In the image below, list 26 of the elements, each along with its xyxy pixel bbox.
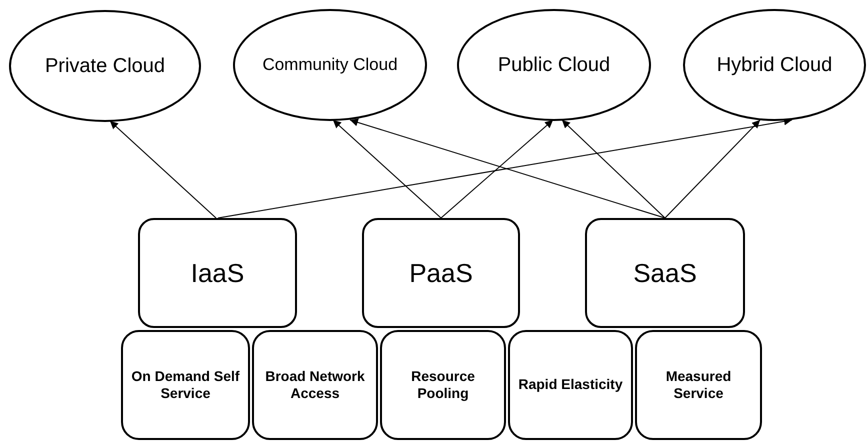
characteristic-box [121, 330, 250, 440]
node-label: On Demand Self Service [131, 368, 240, 402]
node-label: Measured Service [664, 368, 732, 402]
characteristic-box [508, 330, 633, 440]
characteristic-box [252, 330, 378, 440]
node-label: SaaS [633, 256, 697, 290]
node-label: Rapid Elasticity [518, 376, 623, 394]
node-label: Private Cloud [44, 54, 166, 78]
node-label: Resource Pooling [410, 368, 476, 402]
service-box [138, 218, 297, 328]
service-box [585, 218, 745, 328]
arrow [440, 120, 554, 218]
node-label: Broad Network Access [264, 368, 366, 402]
node-label: IaaS [190, 256, 244, 290]
characteristic-box [380, 330, 506, 440]
arrow [562, 120, 666, 218]
arrow [350, 118, 666, 218]
node-label: Public Cloud [498, 52, 610, 78]
service-box [362, 218, 520, 328]
characteristic-box [635, 330, 762, 440]
node-label: Community Cloud [262, 54, 398, 76]
arrow [332, 120, 442, 218]
arrow [110, 120, 216, 218]
arrow [664, 120, 760, 218]
node-label: PaaS [409, 256, 473, 290]
node-label: Hybrid Cloud [716, 52, 832, 78]
